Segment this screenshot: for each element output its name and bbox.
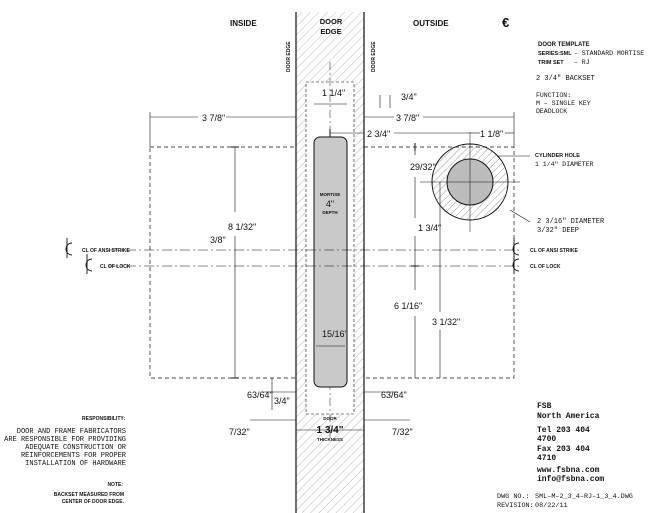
series-label: SERIES:SML <box>538 51 572 57</box>
dim-left-bottom-b: 3/4" <box>274 396 290 406</box>
dim-top-offset: 1 1/4" <box>322 88 345 98</box>
cl-symbols <box>65 238 520 274</box>
inside-header: INSIDE <box>230 19 257 28</box>
dim-cyl-radius: 1 1/8" <box>480 129 503 139</box>
cylinder-hole-label: CYLINDER HOLE <box>535 153 580 159</box>
fsb-logo-icon: € <box>502 15 509 30</box>
note-line-1: BACKSET MEASURED FROM <box>54 492 124 498</box>
mortise-depth-value: 4" <box>326 199 334 209</box>
series-value: – STANDARD MORTISE <box>574 50 644 57</box>
dim-lower-height: 6 1/16" <box>394 301 422 311</box>
dim-mortise-width: 15/16" <box>322 329 348 339</box>
dim-cyl-offset: 29/32" <box>410 162 436 172</box>
dim-right-small-top: 3/4" <box>401 92 417 102</box>
lock-right-label: CL OF LOCK <box>530 264 561 270</box>
dimension-lines <box>149 95 531 431</box>
dim-lock-to-bore: 1 3/4" <box>418 223 441 233</box>
rev-label: REVISION: <box>497 502 534 510</box>
dim-left-edge-gap: 7/32" <box>229 427 250 437</box>
depth-label: DEPTH <box>322 210 337 215</box>
backset-text: 2 3/4" BACKSET <box>536 75 595 83</box>
mortise-label: MORTISE <box>320 192 341 197</box>
company-name-2: North America <box>537 412 600 421</box>
company-web: www.fsbna.com <box>537 466 600 475</box>
dim-inside-width: 3 7/8" <box>202 113 225 123</box>
dim-outside-width: 3 7/8" <box>396 113 419 123</box>
company-tel-1: Tel 203 404 <box>537 426 590 435</box>
dim-strike-offset: 3/8" <box>210 235 226 245</box>
outside-header: OUTSIDE <box>413 19 449 28</box>
responsibility-line-1: DOOR AND FRAME FABRICATORS <box>17 428 126 436</box>
template-outline <box>149 146 515 379</box>
note-heading: NOTE: <box>107 482 123 488</box>
function-line-1: FUNCTION: <box>536 92 571 99</box>
dwg-value: SML–M–2_3_4–RJ–1_3_4.DWG <box>535 493 633 501</box>
company-tel-2: 4700 <box>537 435 556 444</box>
centre-lines <box>108 249 520 267</box>
dim-right-edge-gap: 7/32" <box>392 427 413 437</box>
dim-left-bottom-a: 63/64" <box>247 390 273 400</box>
door-header-2: EDGE <box>320 27 341 36</box>
responsibility-line-5: INSTALLATION OF HARDWARE <box>25 460 126 468</box>
responsibility-line-2: ARE RESPONSIBLE FOR PROVIDING <box>4 436 126 444</box>
cylinder-diameter: 1 1/4" DIAMETER <box>535 161 594 168</box>
lock-left-label: CL OF LOCK <box>100 264 131 270</box>
ansi-strike-right-label: CL OF ANSI STRIKE <box>530 248 578 254</box>
thickness-value: 1 3/4" <box>317 425 344 436</box>
note-line-2: CENTER OF DOOR EDGE. <box>62 499 125 505</box>
dim-backset: 2 3/4" <box>367 129 390 139</box>
dimension-ticks <box>231 113 419 379</box>
door-header-1: DOOR <box>320 17 343 26</box>
trim-label: TRIM SET <box>538 60 564 66</box>
function-line-2: M – SINGLE KEY <box>536 100 591 107</box>
ansi-strike-left-label: CL OF ANSI STRIKE <box>82 248 130 254</box>
dim-lower-right: 3 1/32" <box>432 317 460 327</box>
company-fax-2: 4710 <box>537 454 556 463</box>
company-fax-1: Fax 203 404 <box>537 445 590 454</box>
function-line-3: DEADLOCK <box>536 108 567 115</box>
dim-mortise-height: 8 1/32" <box>228 222 256 232</box>
door-edge-vertical-right: DOOR EDGE <box>371 41 377 72</box>
responsibility-heading: RESPONSIBILITY: <box>82 416 125 422</box>
dim-right-bottom: 63/64" <box>381 390 407 400</box>
trim-value: – RJ <box>574 59 590 66</box>
responsibility-line-3: ADEQUATE CONSTRUCTION OR <box>25 444 127 452</box>
mortise-pocket <box>313 136 348 388</box>
dwg-label: DWG NO.: <box>497 493 530 501</box>
bore-depth: 3/32" DEEP <box>537 227 579 235</box>
door-edge-vertical-left: DOOR EDGE <box>286 41 292 72</box>
door-thickness-label: DOOR <box>323 416 337 421</box>
company-name-1: FSB <box>537 402 552 411</box>
template-title: DOOR TEMPLATE <box>538 42 590 48</box>
company-email: info@fsbna.com <box>537 475 604 484</box>
rev-value: 08/22/11 <box>535 502 568 510</box>
thickness-word: THICKNESS <box>317 437 343 442</box>
bore-diameter: 2 3/16" DIAMETER <box>537 218 605 226</box>
responsibility-line-4: REINFORCEMENTS FOR PROPER <box>21 452 127 460</box>
